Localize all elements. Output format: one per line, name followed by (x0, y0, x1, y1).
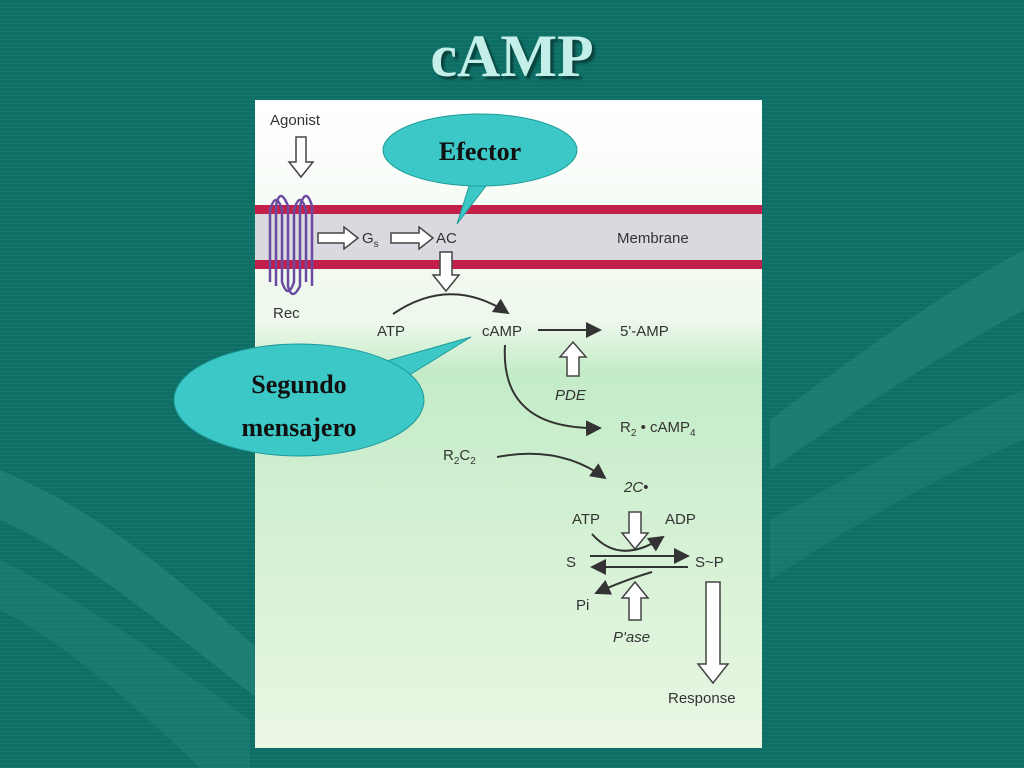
kinase-down-arrow (620, 511, 650, 551)
pde-label: PDE (555, 387, 587, 404)
s-label: S (566, 554, 576, 571)
efector-callout: Efector (382, 113, 578, 225)
receptor-label: Rec (273, 305, 300, 322)
membrane-label: Membrane (617, 230, 689, 247)
segundo-mensajero-line1: Segundo (251, 370, 346, 399)
response-arrow (696, 581, 730, 685)
response-label: Response (668, 690, 736, 707)
slide-title: cAMP (430, 23, 594, 89)
atp-top-label: ATP (377, 323, 405, 340)
five-amp-label: 5'-AMP (620, 323, 669, 340)
efector-callout-text: Efector (439, 137, 521, 166)
r2-camp4-label: R2 • cAMP4 (620, 419, 696, 439)
agonist-arrow (287, 136, 315, 179)
phosphatase-up-arrow (620, 580, 650, 621)
pase-label: P'ase (613, 629, 650, 646)
segundo-mensajero-line2: mensajero (241, 413, 356, 442)
diagram-labels: Agonist Rec Gs AC Membrane ATP cAMP 5'-A… (270, 112, 736, 707)
ac-label: AC (436, 230, 457, 247)
agonist-label: Agonist (270, 112, 321, 129)
two-c-label: 2C• (623, 479, 648, 496)
adp-label: ADP (665, 511, 696, 528)
r2c2-label: R2C2 (443, 447, 476, 467)
s-p-label: S~P (695, 554, 724, 571)
membrane-hollow-arrows (317, 225, 461, 293)
camp-label: cAMP (482, 323, 522, 340)
reaction-arrows (392, 293, 690, 595)
receptor-helices (268, 194, 314, 296)
atp-bottom-label: ATP (572, 511, 600, 528)
pde-arrow (558, 340, 588, 377)
segundo-mensajero-callout: Segundo mensajero (173, 336, 472, 457)
pi-label: Pi (576, 597, 589, 614)
gs-label: Gs (362, 230, 379, 250)
